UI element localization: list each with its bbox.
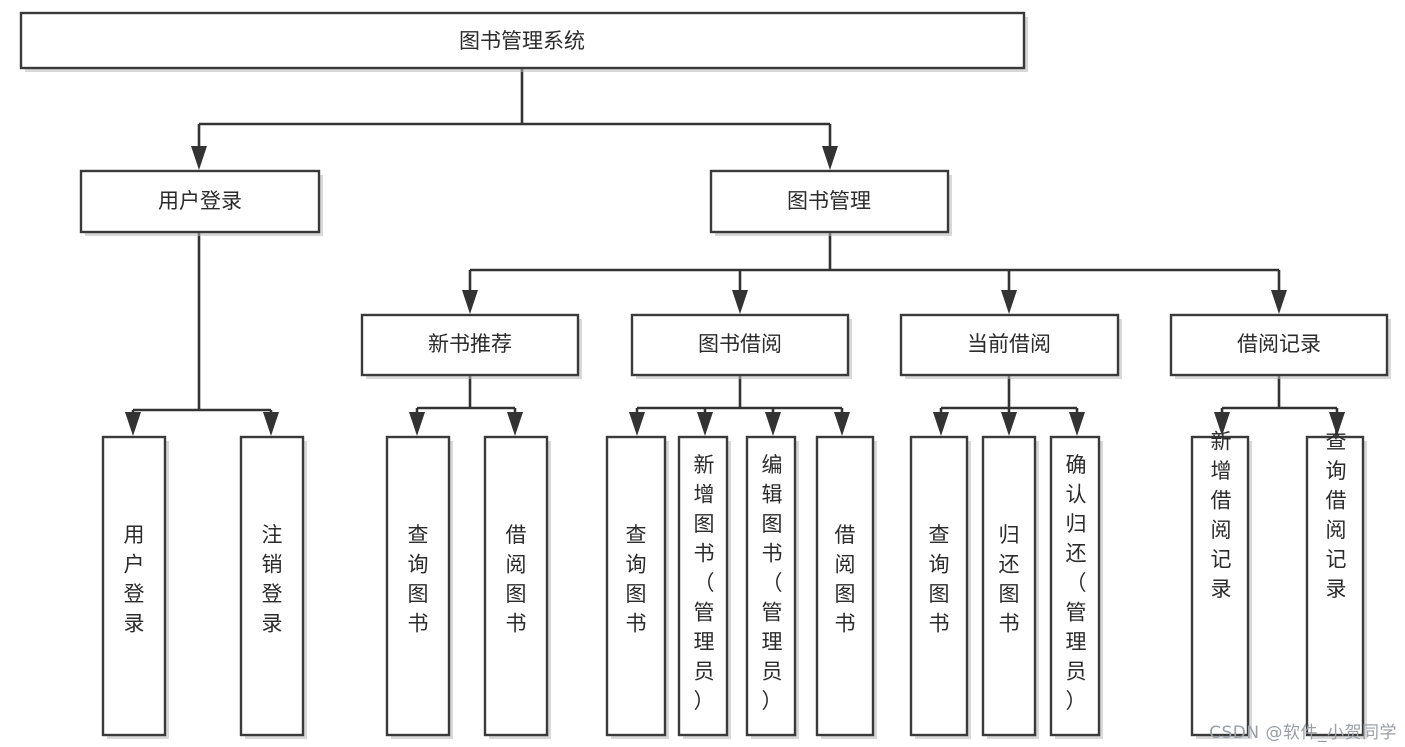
arrow-head-cb-query-book <box>933 412 949 436</box>
arrow-head-cb-confirm-return <box>1069 412 1085 436</box>
arrow-head-nb-borrow-book <box>507 412 523 436</box>
node-new-book-recommend-box[interactable] <box>360 313 580 377</box>
arrow-head-nb-query-book <box>409 412 425 436</box>
leaf-user-login-label: 用户登录 <box>124 523 145 636</box>
leaf-cb-query-book[interactable]: 查询图书 <box>909 435 971 739</box>
leaf-nb-query-book-label: 查询图书 <box>408 523 429 636</box>
node-book-management-box[interactable] <box>709 169 950 234</box>
node-root-label: 图书管理系统 <box>459 29 585 53</box>
leaf-logout-box[interactable] <box>239 435 305 737</box>
arrow-head-bb-add-book <box>697 412 713 436</box>
node-root[interactable]: 图书管理系统 <box>19 11 1028 72</box>
arrow-head-new-book-rec <box>462 290 478 314</box>
leaf-bb-query-book-label: 查询图书 <box>626 523 647 636</box>
leaf-cb-confirm-return[interactable]: 确认归还（管理员） <box>1049 435 1103 739</box>
leaf-bb-add-book-box[interactable] <box>677 435 729 737</box>
arrow-head-br-query-record <box>1329 412 1345 436</box>
node-book-borrow[interactable]: 图书借阅 <box>630 313 852 379</box>
node-new-book-recommend-label: 新书推荐 <box>428 332 512 356</box>
node-current-borrow-label: 当前借阅 <box>967 332 1051 356</box>
arrow-head-book-borrow <box>732 290 748 314</box>
node-new-book-recommend[interactable]: 新书推荐 <box>360 313 582 379</box>
leaf-logout[interactable]: 注销登录 <box>239 435 307 739</box>
leaf-bb-borrow-book-box[interactable] <box>815 435 875 737</box>
arrow-head-leaf-logout <box>263 412 279 436</box>
leaf-br-add-record-label: 新增借阅记录 <box>1211 429 1232 601</box>
leaf-bb-edit-book[interactable]: 编辑图书（管理员） <box>745 435 799 739</box>
node-borrow-record-label: 借阅记录 <box>1237 332 1321 356</box>
leaf-br-query-record-box[interactable] <box>1305 435 1365 737</box>
node-root-box[interactable] <box>19 11 1026 70</box>
leaf-cb-query-book-label: 查询图书 <box>929 523 950 636</box>
leaf-cb-confirm-return-label: 确认归还（管理员） <box>1066 453 1087 713</box>
leaf-nb-borrow-book[interactable]: 借阅图书 <box>483 435 551 739</box>
node-current-borrow[interactable]: 当前借阅 <box>899 313 1122 379</box>
leaf-nb-borrow-book-box[interactable] <box>483 435 549 737</box>
node-user-login[interactable]: 用户登录 <box>79 169 323 236</box>
arrow-head-user-login <box>191 146 207 170</box>
leaf-bb-query-book-box[interactable] <box>605 435 667 737</box>
leaf-br-query-record[interactable]: 查询借阅记录 <box>1305 429 1367 739</box>
leaf-bb-add-book[interactable]: 新增图书（管理员） <box>677 435 731 739</box>
leaf-bb-borrow-book[interactable]: 借阅图书 <box>815 435 877 739</box>
arrow-head-cb-return-book <box>1001 412 1017 436</box>
leaf-user-login[interactable]: 用户登录 <box>101 435 169 739</box>
leaf-bb-edit-book-label: 编辑图书（管理员） <box>762 453 783 713</box>
arrow-head-br-add-record <box>1214 412 1230 436</box>
arrow-head-bb-borrow-book <box>834 412 850 436</box>
leaf-nb-query-book-box[interactable] <box>385 435 451 737</box>
arrow-head-bb-query-book <box>629 412 645 436</box>
node-borrow-record-box[interactable] <box>1169 313 1389 377</box>
leaf-cb-return-book-label: 归还图书 <box>999 523 1020 636</box>
node-book-management[interactable]: 图书管理 <box>709 169 952 236</box>
leaf-bb-edit-book-box[interactable] <box>745 435 797 737</box>
leaf-logout-label: 注销登录 <box>262 523 283 636</box>
node-borrow-record[interactable]: 借阅记录 <box>1169 313 1391 379</box>
csdn-watermark: CSDN @软件_小贺同学 <box>1209 723 1397 743</box>
leaf-cb-return-book[interactable]: 归还图书 <box>981 435 1039 739</box>
leaf-nb-borrow-book-label: 借阅图书 <box>506 523 527 636</box>
arrow-head-current-borrow <box>1001 290 1017 314</box>
arrow-head-bb-edit-book <box>765 412 781 436</box>
leaf-cb-confirm-return-box[interactable] <box>1049 435 1101 737</box>
leaf-bb-query-book[interactable]: 查询图书 <box>605 435 669 739</box>
node-book-borrow-label: 图书借阅 <box>698 332 782 356</box>
connector-layer <box>125 68 1345 436</box>
node-current-borrow-box[interactable] <box>899 313 1120 377</box>
node-book-management-label: 图书管理 <box>787 189 871 213</box>
leaf-br-add-record[interactable]: 新增借阅记录 <box>1190 429 1252 739</box>
leaf-br-add-record-box[interactable] <box>1190 435 1250 737</box>
leaf-bb-borrow-book-label: 借阅图书 <box>835 523 856 636</box>
leaf-user-login-box[interactable] <box>101 435 167 737</box>
leaf-nb-query-book[interactable]: 查询图书 <box>385 435 453 739</box>
arrow-head-leaf-user-login <box>125 412 141 436</box>
arrow-head-book-mgmt <box>822 146 838 170</box>
node-user-login-box[interactable] <box>79 169 321 234</box>
leaf-cb-query-book-box[interactable] <box>909 435 969 737</box>
leaf-bb-add-book-label: 新增图书（管理员） <box>694 453 715 713</box>
node-user-login-label: 用户登录 <box>158 189 242 213</box>
node-book-borrow-box[interactable] <box>630 313 850 377</box>
leaf-cb-return-book-box[interactable] <box>981 435 1037 737</box>
leaf-br-query-record-label: 查询借阅记录 <box>1326 429 1347 601</box>
arrow-head-borrow-record <box>1271 290 1287 314</box>
